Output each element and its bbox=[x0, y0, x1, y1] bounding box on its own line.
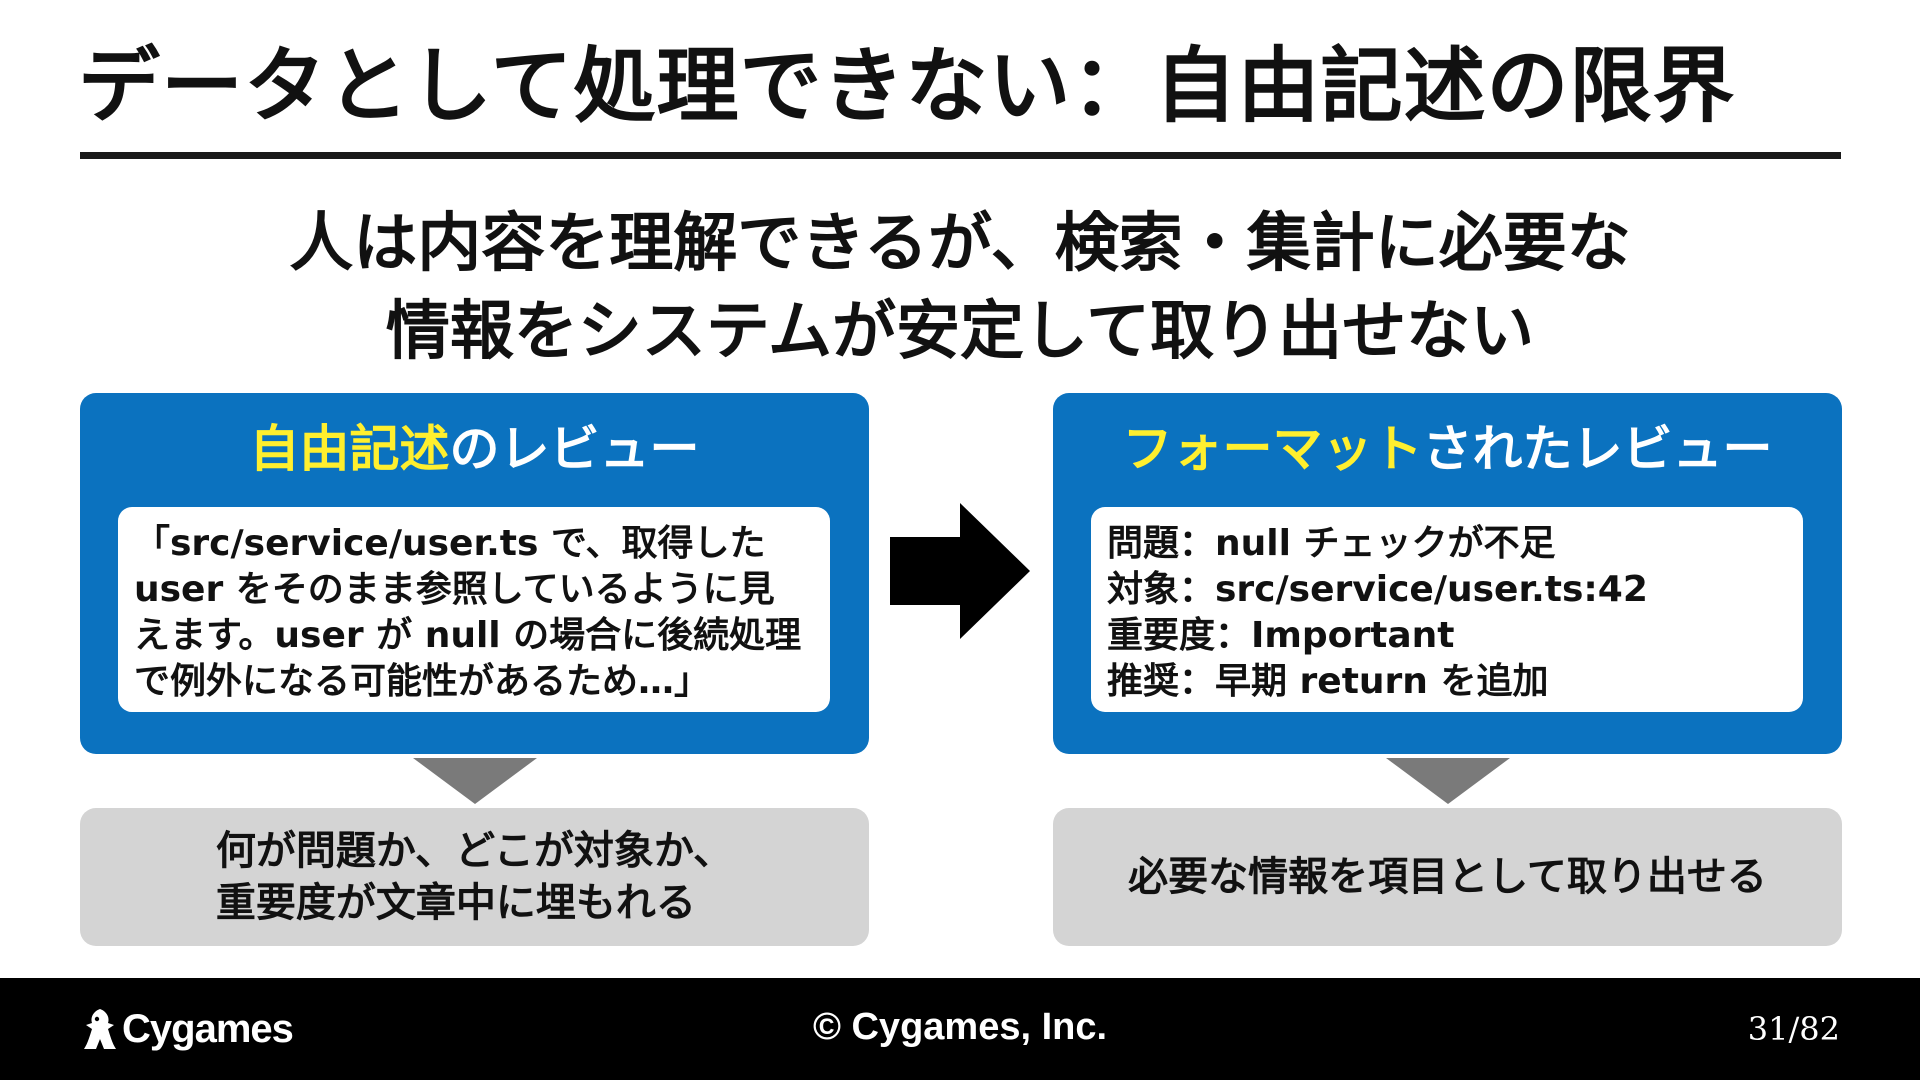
down-triangle-icon bbox=[413, 758, 537, 804]
free-form-result-box: 何が問題か、どこが対象か、 重要度が文章中に埋もれる bbox=[80, 808, 869, 946]
free-form-review-heading: 自由記述のレビュー bbox=[80, 419, 869, 479]
formatted-review-line: 重要度：Important bbox=[1107, 615, 1455, 656]
free-form-review-line: 「src/service/user.ts で、取得した bbox=[134, 523, 766, 564]
footer-bar: Cygames © Cygames, Inc. 31/82 bbox=[0, 978, 1920, 1080]
formatted-review-heading: フォーマットされたレビュー bbox=[1053, 419, 1842, 479]
formatted-review-line: 推奨：早期 return を追加 bbox=[1107, 661, 1549, 702]
footer-logo: Cygames bbox=[80, 1003, 294, 1055]
formatted-heading-rest: されたレビュー bbox=[1422, 420, 1773, 478]
formatted-heading-accent: フォーマット bbox=[1122, 420, 1423, 478]
footer-copyright: © Cygames, Inc. bbox=[812, 1006, 1108, 1048]
free-form-result-line: 重要度が文章中に埋もれる bbox=[215, 880, 696, 926]
headline-line-2: 情報をシステムが安定して取り出せない bbox=[385, 295, 1535, 369]
cygames-logo-icon bbox=[84, 1009, 116, 1049]
free-form-review-line: えます。user が null の場合に後続処理 bbox=[134, 615, 802, 656]
headline: 人は内容を理解できるが、検索・集計に必要な 情報をシステムが安定して取り出せない bbox=[0, 200, 1920, 376]
free-form-result-line: 何が問題か、どこが対象か、 bbox=[215, 828, 734, 874]
free-form-review-line: user をそのまま参照しているように見 bbox=[134, 569, 775, 610]
formatted-review-panel: フォーマットされたレビュー 問題：null チェックが不足 対象：src/ser… bbox=[1053, 393, 1842, 754]
right-arrow-icon bbox=[890, 503, 1030, 639]
free-form-heading-accent: 自由記述 bbox=[249, 420, 450, 478]
headline-line-1: 人は内容を理解できるが、検索・集計に必要な bbox=[289, 207, 1631, 281]
down-triangle-icon bbox=[1386, 758, 1510, 804]
free-form-heading-rest: のレビュー bbox=[449, 420, 700, 478]
free-form-review-line: で例外になる可能性があるため…」 bbox=[134, 661, 711, 702]
formatted-result-box: 必要な情報を項目として取り出せる bbox=[1053, 808, 1842, 946]
title-divider bbox=[80, 152, 1841, 159]
formatted-review-line: 対象：src/service/user.ts:42 bbox=[1107, 569, 1648, 610]
free-form-review-text-box: 「src/service/user.ts で、取得した user をそのまま参照… bbox=[118, 507, 830, 712]
formatted-review-text-box: 問題：null チェックが不足 対象：src/service/user.ts:4… bbox=[1091, 507, 1803, 712]
formatted-review-line: 問題：null チェックが不足 bbox=[1107, 523, 1556, 564]
slide-title: データとして処理できない：自由記述の限界 bbox=[78, 39, 1736, 134]
free-form-review-panel: 自由記述のレビュー 「src/service/user.ts で、取得した us… bbox=[80, 393, 869, 754]
formatted-result-line: 必要な情報を項目として取り出せる bbox=[1128, 854, 1767, 900]
page-number: 31/82 bbox=[1747, 1010, 1840, 1048]
footer-logo-text: Cygames bbox=[122, 1006, 294, 1051]
